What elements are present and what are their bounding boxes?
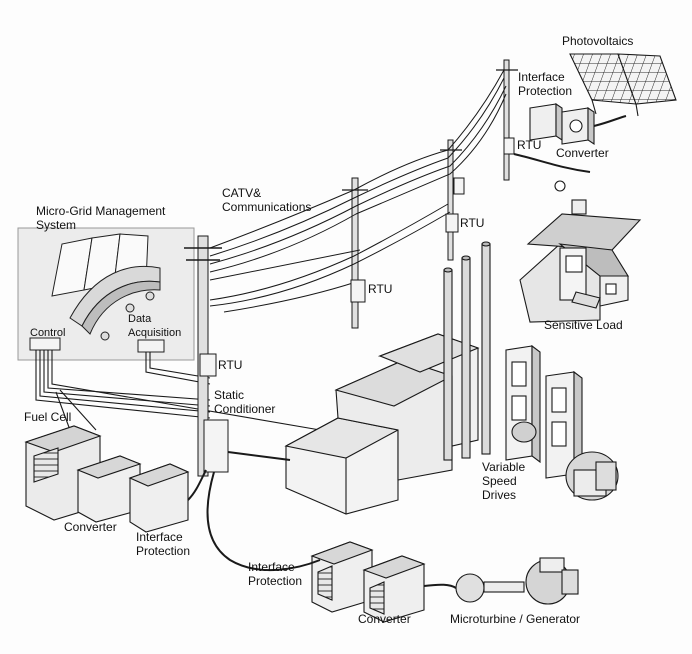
label-rtu-top: RTU	[517, 138, 542, 152]
factory-buildings	[284, 241, 491, 515]
label-rtu-mid: RTU	[368, 282, 393, 296]
label-rtu-mid-right: RTU	[460, 216, 485, 230]
label-variable-speed-drives: Variable Speed Drives	[482, 460, 526, 502]
control-wiring	[35, 350, 321, 431]
management-system-panel	[17, 227, 195, 361]
label-control: Control	[30, 327, 66, 339]
microturbine-group	[310, 541, 579, 623]
label-micro-grid-management-system: Micro-Grid Management System	[36, 204, 166, 232]
power-lines	[209, 69, 507, 313]
photovoltaic-array	[569, 53, 677, 117]
label-interface-protection-fuel: Interface Protection	[136, 530, 191, 558]
label-converter-bottom: Converter	[358, 612, 411, 626]
pv-equipment	[529, 102, 595, 146]
label-microturbine-generator: Microturbine / Generator	[450, 612, 581, 626]
label-sensitive-load: Sensitive Load	[544, 318, 623, 332]
variable-speed-drives	[505, 344, 619, 501]
label-data-acquisition: Data Acquisition	[128, 313, 182, 339]
label-photovoltaics: Photovoltaics	[562, 34, 634, 48]
label-interface-protection-bottom: Interface Protection	[248, 560, 303, 588]
label-converter-top: Converter	[556, 146, 609, 160]
label-rtu-left: RTU	[218, 358, 243, 372]
label-interface-protection-top: Interface Protection	[518, 70, 573, 98]
label-fuel-cell: Fuel Cell	[24, 410, 72, 424]
fuel-cell-group	[24, 425, 190, 533]
house-sensitive-load	[519, 180, 642, 323]
label-converter-fuel: Converter	[64, 520, 117, 534]
label-static-conditioner: Static Conditioner	[214, 388, 276, 416]
rtu-boxes	[199, 137, 515, 473]
label-catv-communications: CATV& Communications	[222, 186, 312, 214]
ground-cables	[187, 115, 627, 589]
